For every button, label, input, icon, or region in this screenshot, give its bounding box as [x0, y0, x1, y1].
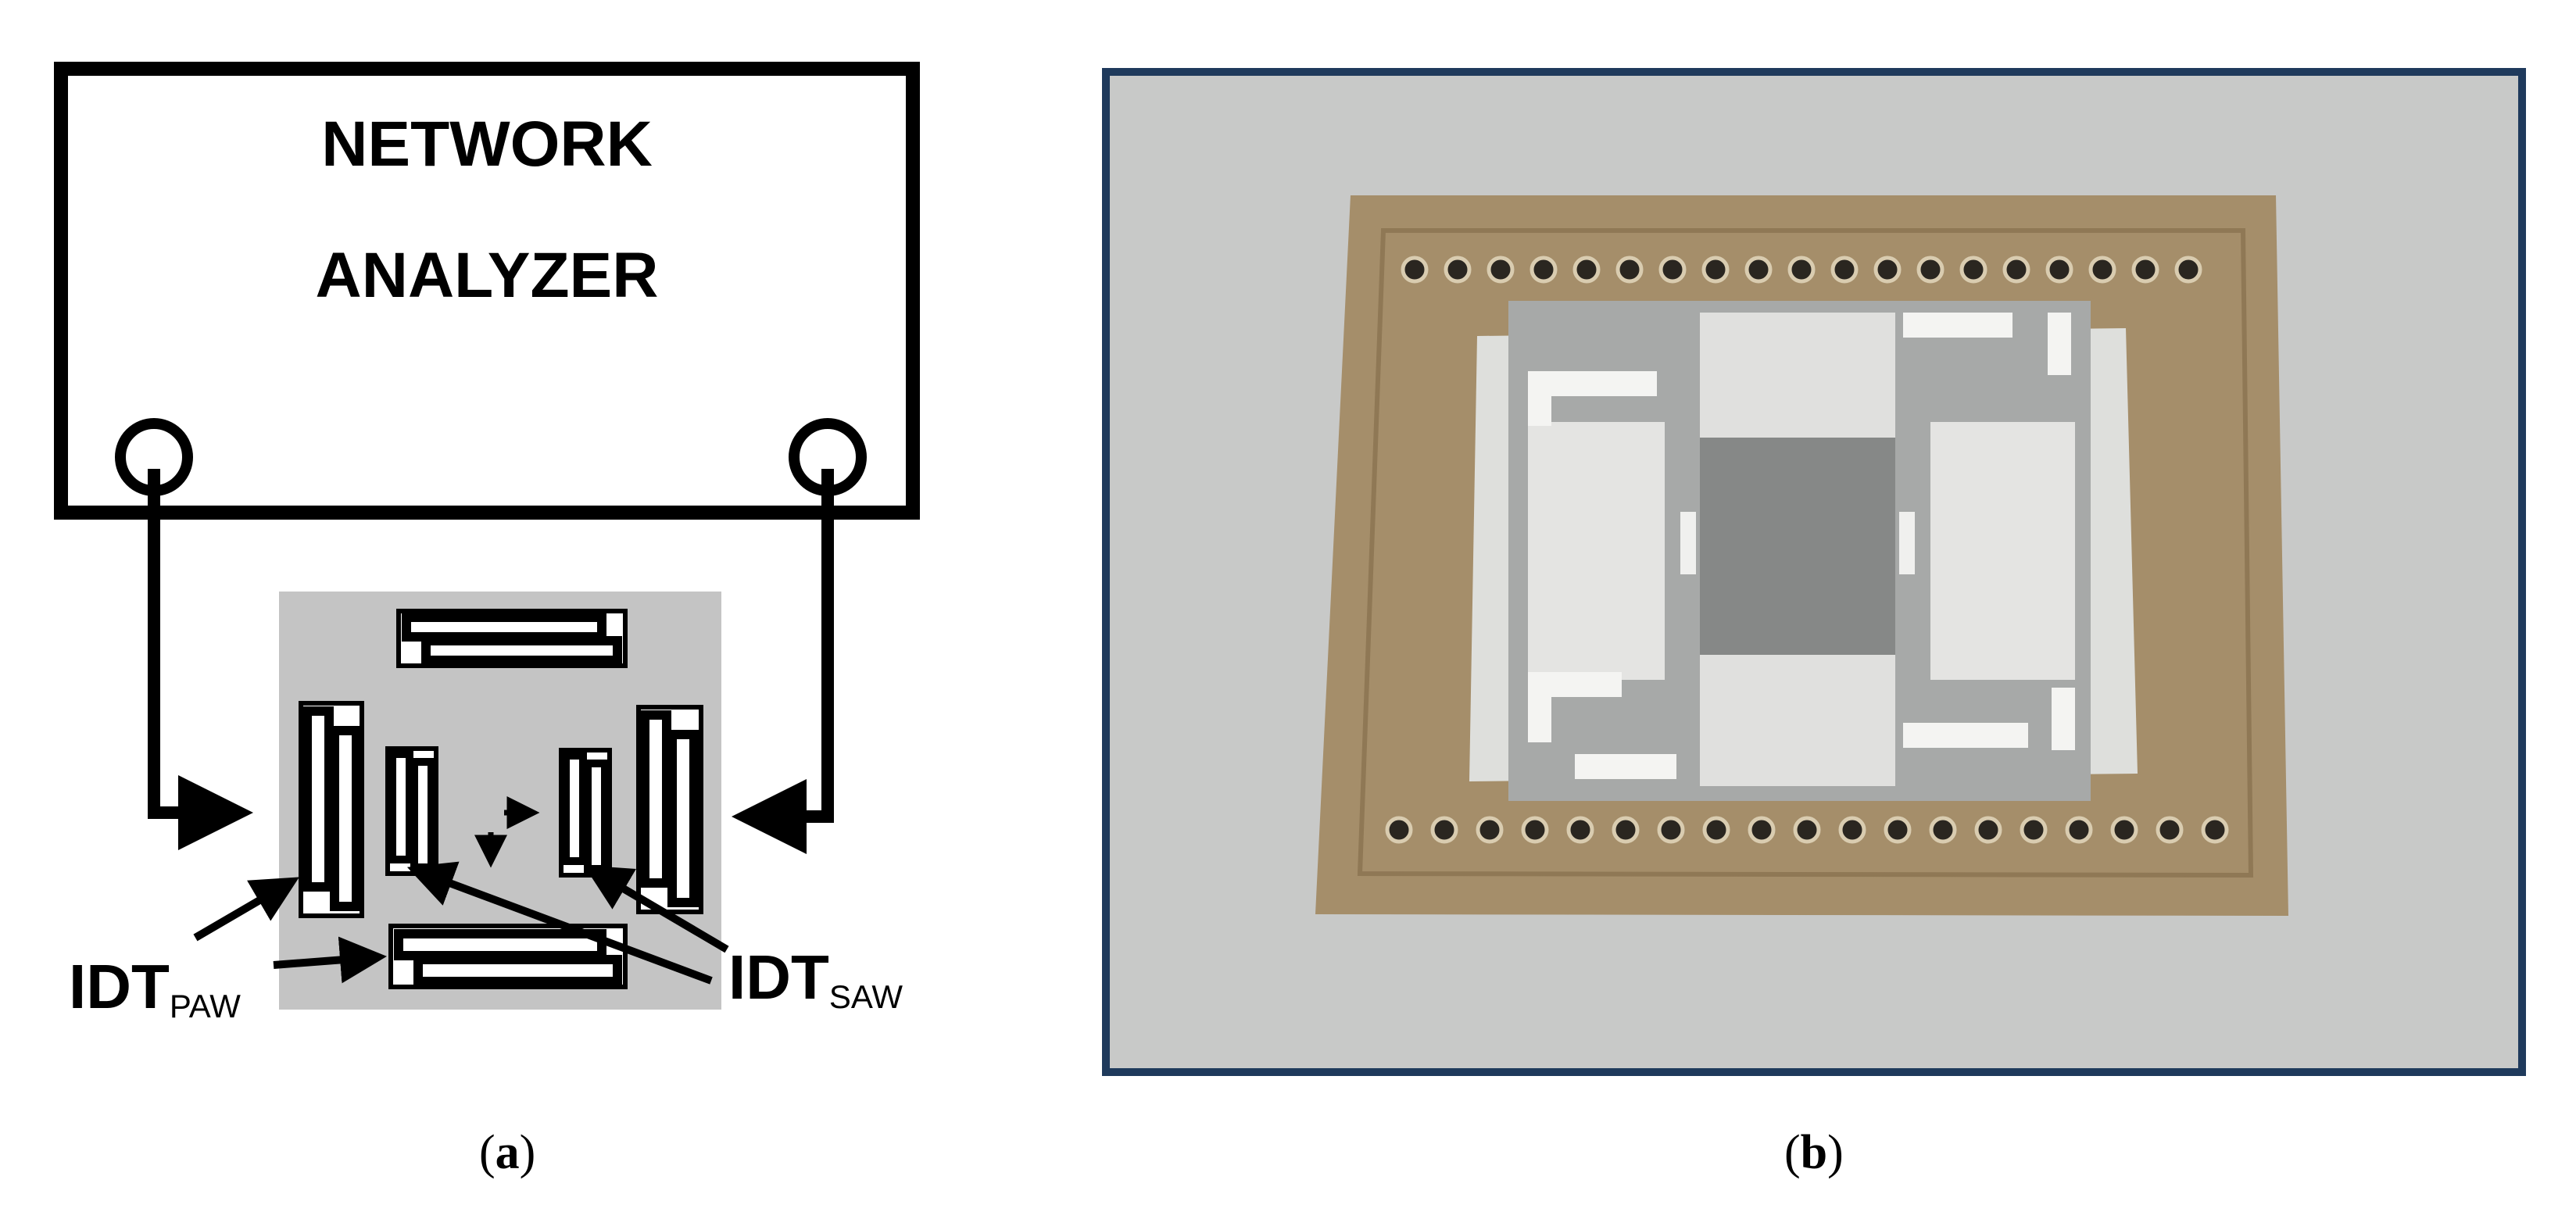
die-center-area: [1700, 438, 1895, 655]
idt-paw-top: [396, 609, 628, 668]
die-idt-bottom: [1700, 655, 1895, 786]
panel-a-schematic: NETWORK ANALYZER: [54, 62, 920, 1024]
analyzer-label-line2: ANALYZER: [316, 240, 659, 311]
analyzer-label-line1: NETWORK: [321, 109, 653, 180]
label-idt-paw-main: IDT: [69, 952, 170, 1021]
pin-row-bottom: [1385, 816, 2229, 844]
pointer-saw-left: [406, 861, 713, 985]
package-inner-rim: [1357, 228, 2254, 878]
label-idt-saw-sub: SAW: [829, 978, 903, 1015]
pointer-paw-left: [193, 877, 299, 942]
network-analyzer-box: [54, 62, 920, 520]
caption-a-letter: a: [495, 1126, 520, 1179]
label-idt-paw: IDTPAW: [69, 952, 241, 1024]
caption-b: (b): [1784, 1126, 1844, 1179]
caption-b-letter: b: [1800, 1126, 1828, 1179]
bond-pads: [1528, 313, 2075, 779]
idt-saw-right: [559, 748, 612, 878]
die-saw-left: [1680, 512, 1696, 574]
label-idt-saw: IDTSAW: [728, 942, 903, 1015]
die-idt-left: [1528, 422, 1665, 680]
idt-saw-left: [385, 746, 438, 876]
die-idt-top: [1700, 313, 1895, 438]
die-idt-right: [1930, 422, 2075, 680]
caption-a: (a): [479, 1126, 536, 1179]
idt-paw-bottom: [388, 924, 628, 989]
idt-paw-left: [299, 701, 364, 918]
idt-paw-right: [636, 705, 703, 914]
label-idt-paw-sub: PAW: [170, 988, 241, 1024]
pointer-paw-bottom: [273, 936, 387, 984]
cable-right: [732, 469, 834, 854]
panel-b-photo: [1102, 68, 2526, 1076]
die-saw-right: [1899, 512, 1915, 574]
pointer-saw-right: [584, 865, 729, 953]
label-idt-saw-main: IDT: [728, 942, 829, 1012]
pin-row-top: [1401, 256, 2202, 284]
cable-left: [148, 469, 253, 850]
